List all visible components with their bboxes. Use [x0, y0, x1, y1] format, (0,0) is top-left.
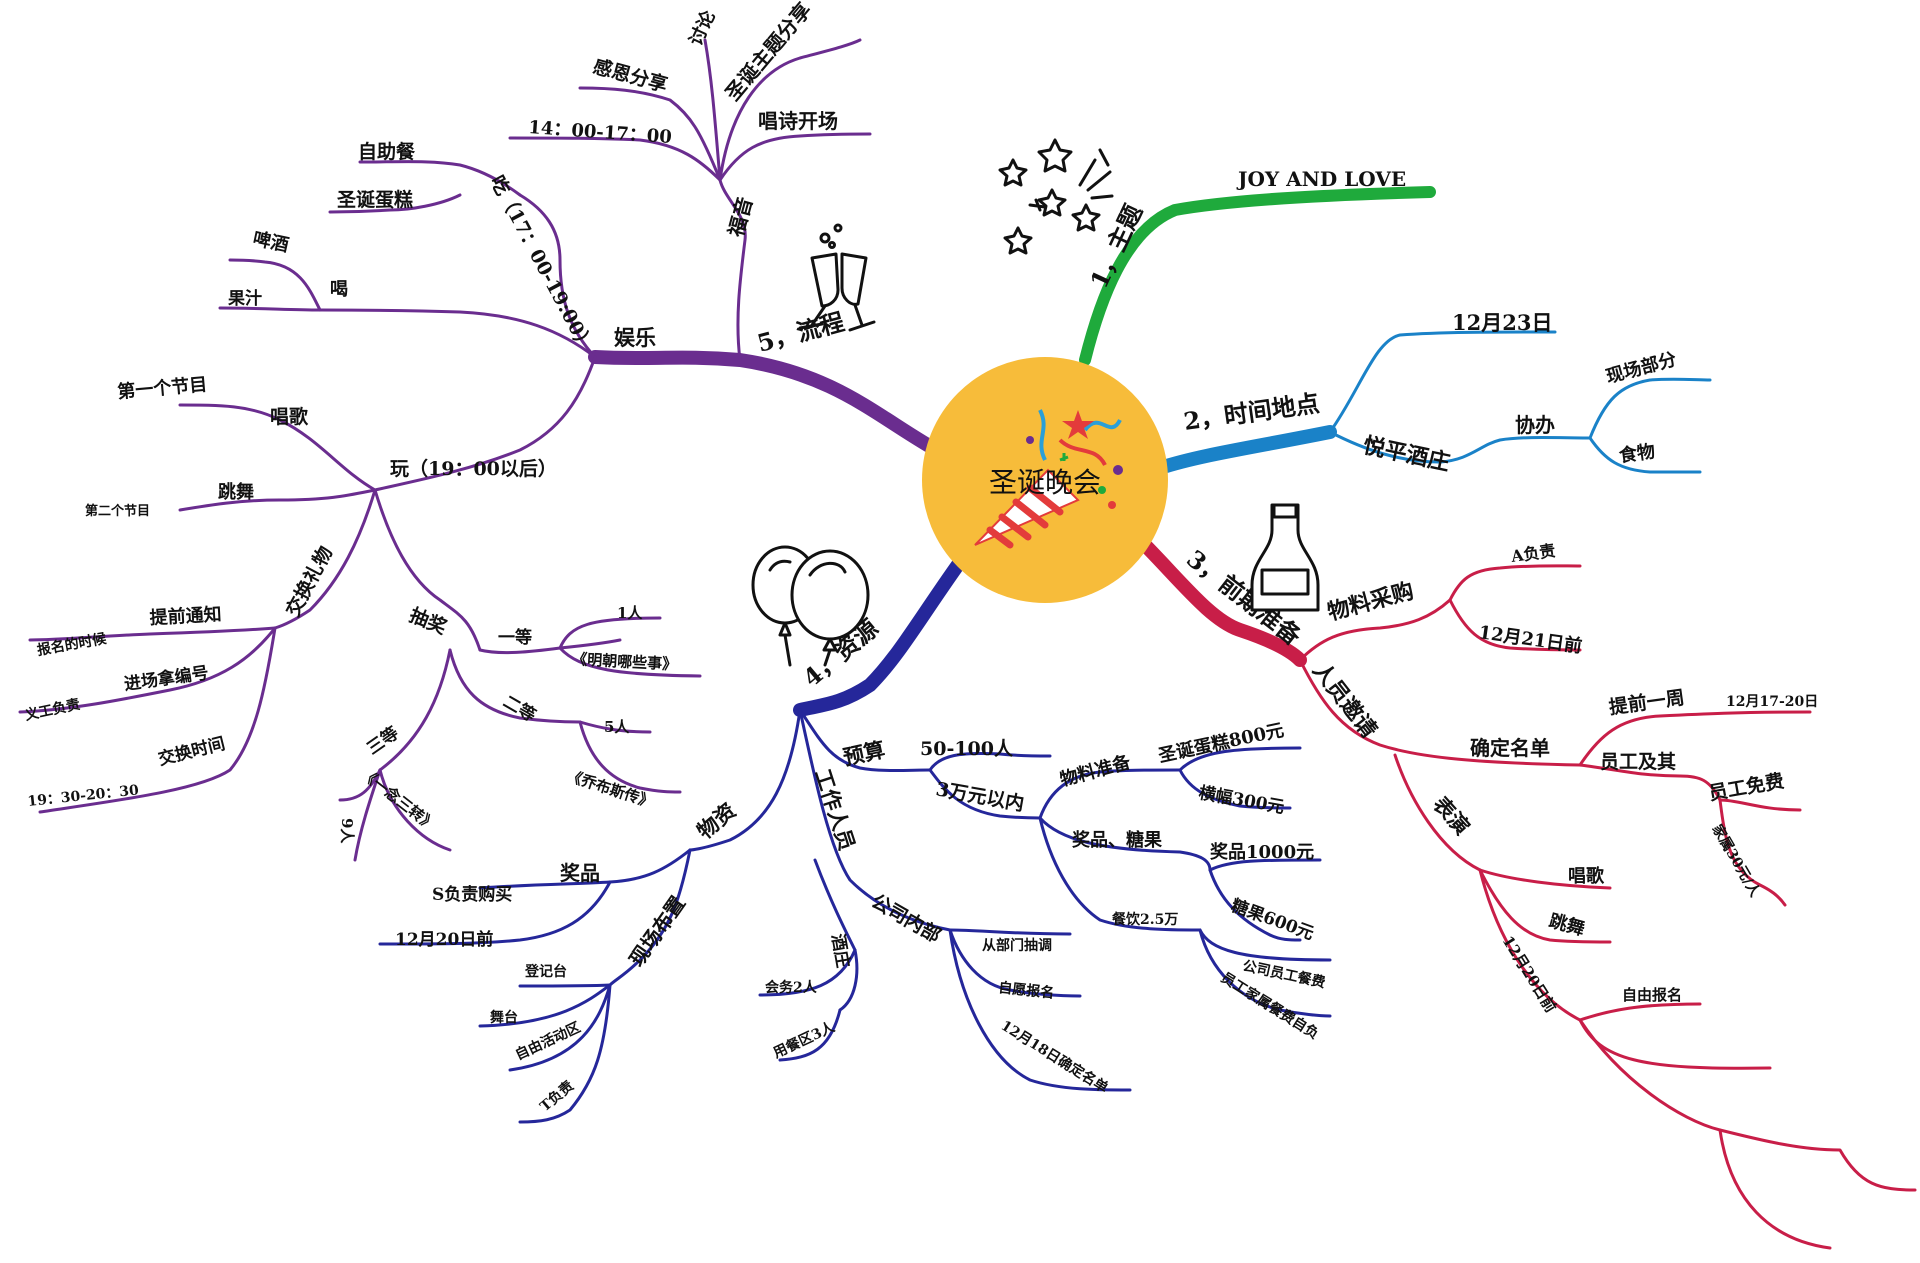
- lottery-label: 抽奖: [406, 603, 451, 639]
- family-fee: 家属30元/人: [1709, 822, 1765, 901]
- drink-item-1: 果汁: [228, 288, 262, 309]
- company-label: 公司内部: [868, 889, 945, 947]
- drink-item-0: 啤酒: [251, 227, 291, 256]
- winery-item-0: 会务2人: [765, 979, 818, 996]
- date-label: 12月23日: [1452, 310, 1552, 335]
- time-place-title: 2，时间地点: [1182, 388, 1321, 436]
- champagne-glasses-icon: [798, 223, 876, 332]
- venue-item-1: 舞台: [490, 1009, 518, 1026]
- eat-item-1: 圣诞蛋糕: [337, 188, 413, 211]
- venue-setup: 现场布置: [624, 892, 690, 971]
- branch-flow[interactable]: 5，流程 福音 14：00-17：00 讨论 感恩分享 圣诞主题分享 唱诗开场 …: [18, 0, 876, 862]
- materials-prep: 物料准备: [1058, 751, 1134, 791]
- entertainment-label: 娱乐: [614, 325, 656, 350]
- company-item-1: 自愿报名: [998, 979, 1055, 1002]
- gift-sub-0: 报名的时候: [36, 630, 109, 659]
- week-dates: 12月17-20日: [1726, 694, 1818, 710]
- trunk-flow: [588, 350, 952, 462]
- dance-item: 第二个节目: [85, 503, 150, 519]
- purchase-item-0: A负责: [1509, 541, 1557, 566]
- main-trunks: [588, 186, 1436, 717]
- blessing-label: 福音: [723, 194, 757, 240]
- assist-label: 协办: [1515, 413, 1555, 437]
- prizes-candy: 奖品、糖果: [1072, 829, 1163, 851]
- perform-item-1: 跳舞: [1547, 910, 1587, 941]
- free-signup: 自由报名: [1622, 986, 1682, 1004]
- eat-item-0: 自助餐: [358, 140, 416, 163]
- staff-free: 员工免费: [1707, 769, 1786, 805]
- trunk-resources: [793, 548, 972, 717]
- center-node[interactable]: 圣诞晚会: [922, 357, 1168, 603]
- bottle-icon: [1250, 503, 1320, 612]
- center-label: 圣诞晚会: [989, 466, 1101, 499]
- second-prize-count: 5人: [604, 718, 630, 736]
- banner-cost: 横幅300元: [1197, 782, 1286, 818]
- perform-item-2: 12月20日前: [1499, 933, 1560, 1016]
- trunk-time-place: [1153, 425, 1337, 475]
- sing-item: 第一个节目: [117, 373, 209, 403]
- staff-family: 员工及其: [1600, 751, 1676, 773]
- prize-item-1: 12月20日前: [395, 929, 493, 950]
- staff-label: 工作人员: [810, 766, 860, 854]
- dining-cost: 餐饮2.5万: [1111, 911, 1178, 928]
- flow-title: 5，流程: [754, 307, 847, 358]
- purchase-label: 物料采购: [1325, 578, 1417, 626]
- blessing-time: 14：00-17：00: [528, 117, 673, 148]
- trunk-theme: [1079, 186, 1436, 366]
- third-prize-count: 9人: [338, 818, 356, 844]
- prize-cost: 奖品1000元: [1210, 841, 1314, 863]
- purchase-item-1: 12月21日前: [1477, 621, 1583, 657]
- trunk-prep: [1133, 533, 1307, 667]
- venue-label: 悦平酒庄: [1361, 432, 1452, 476]
- gift-sub-1: 义工负责: [23, 696, 81, 724]
- venue-item-2: 自由活动区: [513, 1019, 584, 1064]
- first-prize-count: 1人: [617, 604, 643, 622]
- play-label: 玩（19：00以后）: [390, 457, 557, 480]
- balloons-icon: [751, 545, 870, 667]
- prize-label: 奖品: [560, 861, 600, 885]
- confirm-list: 确定名单: [1470, 736, 1550, 760]
- first-prize-item: 《明朝哪些事》: [572, 650, 678, 673]
- branch-theme[interactable]: 1，主题 JOY AND LOVE: [998, 138, 1406, 293]
- perform-item-0: 唱歌: [1568, 865, 1605, 887]
- cake-cost: 圣诞蛋糕800元: [1155, 719, 1285, 767]
- gift-item-0: 提前通知: [149, 603, 222, 629]
- budget-label: 预算: [841, 737, 887, 770]
- blessing-item-2: 唱诗开场: [758, 109, 838, 133]
- venue-item-0: 登记台: [524, 963, 567, 980]
- drink-label: 喝: [330, 279, 348, 300]
- blessing-item-1: 圣诞主题分享: [720, 0, 816, 105]
- budget-range: 50-100人: [920, 738, 1014, 760]
- dance-label: 跳舞: [218, 481, 254, 503]
- branch-prep[interactable]: 3，前期准备 物料采购 A负责 12月21日前 人员邀请 确定名单 提前一周 1…: [1181, 503, 1917, 1250]
- theme-value: JOY AND LOVE: [1236, 167, 1406, 191]
- sing-label: 唱歌: [270, 405, 309, 428]
- invite-label: 人员邀请: [1307, 658, 1382, 743]
- gift-item-2: 交换时间: [156, 733, 227, 770]
- assist-item-1: 食物: [1617, 440, 1657, 467]
- party-popper-icon: [974, 409, 1123, 549]
- fireworks-icon: [998, 138, 1114, 255]
- first-prize-label: 一等: [498, 627, 532, 648]
- discuss-label: 讨论: [685, 6, 721, 49]
- third-prize-label: 三等: [363, 722, 403, 759]
- company-item-0: 从部门抽调: [982, 937, 1052, 954]
- prize-item-0: S负责购买: [432, 884, 512, 905]
- gift-label: 交换礼物: [281, 542, 337, 620]
